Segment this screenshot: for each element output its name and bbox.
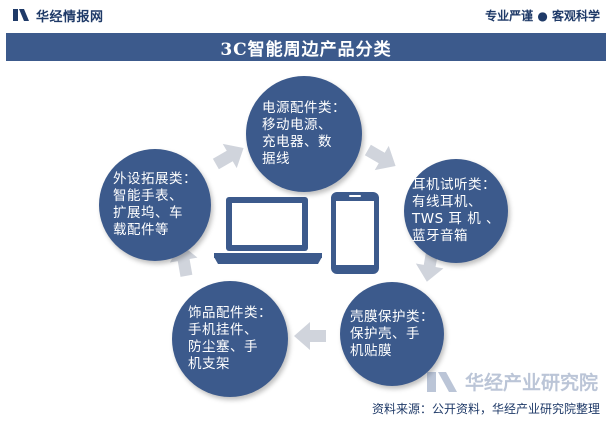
arrow-protect-to-accessory bbox=[294, 322, 326, 350]
smartphone-icon bbox=[331, 192, 379, 274]
source-note: 资料来源：公开资料，华经产业研究院整理 bbox=[371, 402, 600, 416]
node-audio-label: 耳机试听类： 有线耳机、 TWS 耳 机 、 蓝牙音箱 bbox=[411, 177, 501, 244]
node-power-accessories: 电源配件类： 移动电源、 充电器、数 据线 bbox=[246, 76, 362, 192]
node-external-extension-label: 外设拓展类： 智能手表、 扩展坞、车 载配件等 bbox=[113, 171, 197, 238]
node-power-accessories-label: 电源配件类： 移动电源、 充电器、数 据线 bbox=[262, 100, 346, 167]
category-diagram: 电源配件类： 移动电源、 充电器、数 据线 耳机试听类： 有线耳机、 TWS 耳… bbox=[0, 61, 612, 423]
brand-name: 华经情报网 bbox=[36, 9, 104, 25]
laptop-icon bbox=[214, 197, 322, 264]
tagline: 专业严谨 ● 客观科学 bbox=[485, 8, 600, 23]
node-case-protection: 壳膜保护类： 保护壳、手 机贴膜 bbox=[340, 282, 444, 386]
brand-logo-icon bbox=[13, 9, 29, 21]
node-audio: 耳机试听类： 有线耳机、 TWS 耳 机 、 蓝牙音箱 bbox=[404, 159, 508, 263]
top-bar: 华经情报网 专业严谨 ● 客观科学 bbox=[0, 0, 612, 30]
page-title: 3C智能周边产品分类 bbox=[6, 33, 606, 61]
node-ornament-accessories: 饰品配件类： 手机挂件、 防尘塞、手 机支架 bbox=[172, 281, 288, 397]
watermark: 华经产业研究院 bbox=[426, 368, 598, 395]
node-ornament-accessories-label: 饰品配件类： 手机挂件、 防尘塞、手 机支架 bbox=[188, 305, 272, 372]
brand: 华经情报网 bbox=[12, 6, 104, 25]
node-case-protection-label: 壳膜保护类： 保护壳、手 机贴膜 bbox=[350, 308, 434, 359]
node-external-extension: 外设拓展类： 智能手表、 扩展坞、车 载配件等 bbox=[99, 149, 211, 261]
watermark-logo-icon bbox=[426, 371, 457, 392]
watermark-text: 华经产业研究院 bbox=[464, 372, 598, 394]
diagram-graphics bbox=[169, 143, 444, 350]
arrow-power-to-audio bbox=[364, 144, 396, 171]
arrow-external-to-power bbox=[212, 143, 244, 170]
